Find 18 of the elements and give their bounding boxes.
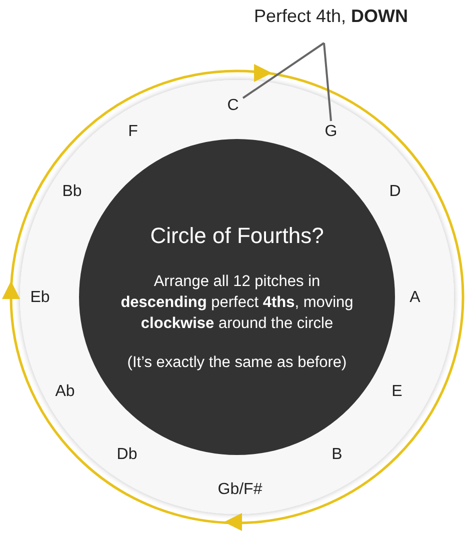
pitch-label: F [122,121,144,143]
pitch-label: C [222,95,244,117]
leader-line [242,42,325,99]
pitch-label: Eb [25,287,55,309]
pitch-label: Ab [50,381,80,403]
pitch-label: Db [112,444,142,466]
description-text: Arrange all 12 pitches in descending perfect 4ths, moving clockwise around the circle [120,272,354,334]
heading-text: Circle of Fourths? [150,222,324,248]
note-text: (It’s exactly the same as before) [127,354,347,372]
leader-line [323,42,332,122]
pitch-label: Bb [57,181,87,203]
pitch-label: Gb/F# [208,479,272,501]
pitch-label: B [326,444,348,466]
callout-text: Perfect 4th, DOWN [254,6,408,27]
pitch-label: G [320,121,342,143]
pitch-label: D [384,181,406,203]
pitch-label: E [386,381,408,403]
pitch-label: A [404,287,426,309]
